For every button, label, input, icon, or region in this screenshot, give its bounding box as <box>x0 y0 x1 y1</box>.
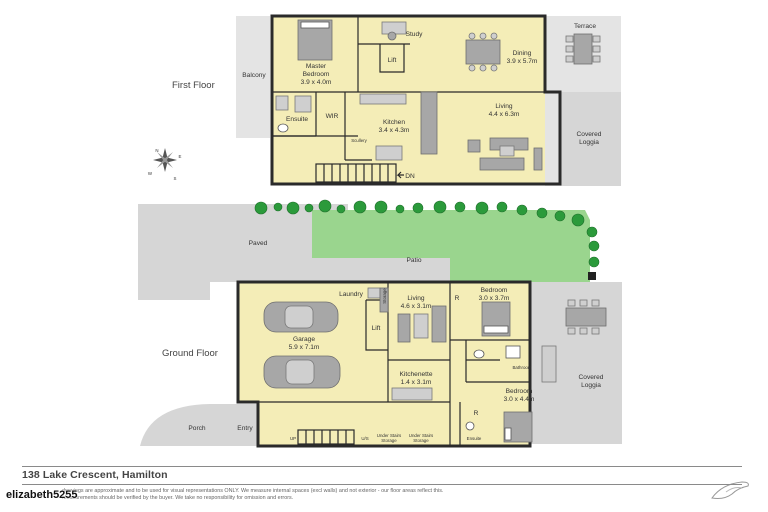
bathroom-label: Bathroom <box>512 365 531 370</box>
disclaimer-line-1: drawings are approximate and to be used … <box>62 488 444 494</box>
disclaimer: drawings are approximate and to be used … <box>62 488 622 501</box>
living-sofa-2 <box>479 157 525 171</box>
ground-ensuite-label: Ensuite <box>467 436 482 441</box>
porch-label: Porch <box>188 425 206 432</box>
first-loggia-label: Covered <box>577 131 602 138</box>
under-stairs-2-label-2: Storage <box>413 438 429 443</box>
robe-2-label: R <box>474 410 479 417</box>
up-label: UP <box>290 436 296 441</box>
ground-loggia-label-2: Loggia <box>581 382 601 389</box>
ground-outer-wall <box>236 280 532 448</box>
study-label: Study <box>406 31 424 38</box>
kitchen-label: Kitchen <box>383 119 405 126</box>
dn-label: DN <box>405 173 415 180</box>
first-loggia-area <box>560 92 621 186</box>
master-dims: 3.9 x 4.0m <box>301 79 332 86</box>
svg-text:W: W <box>148 171 153 176</box>
scullery-label: Scullery <box>351 138 367 143</box>
robe-1-label: R <box>455 295 460 302</box>
hedge-trees <box>254 199 600 280</box>
ground-stairs <box>297 429 355 445</box>
master-label: Master <box>306 63 327 70</box>
ground-living-label: Living <box>407 295 425 302</box>
dining-table <box>465 39 501 65</box>
under-stairs-1-label: Under Stairs <box>377 433 402 438</box>
balcony-label: Balcony <box>242 72 266 79</box>
car-top <box>263 301 339 333</box>
kitchenette-label: Kitchenette <box>400 371 433 378</box>
first-ensuite-label: Ensuite <box>286 116 308 123</box>
paved-label: Paved <box>249 240 268 247</box>
first-floor-plan: Master Bedroom 3.9 x 4.0m Study Lift Din… <box>172 14 621 186</box>
garage-label: Garage <box>293 336 315 343</box>
first-loggia-label-2: Loggia <box>579 139 599 146</box>
loggia-table <box>565 307 607 327</box>
ground-sofa <box>397 313 411 343</box>
porch-area <box>140 404 210 446</box>
first-lift-label: Lift <box>388 57 397 64</box>
kitchenette-dims: 1.4 x 3.1m <box>401 379 432 386</box>
divider-bottom <box>22 484 742 485</box>
us-label: U/S <box>361 436 368 441</box>
first-floor-label: First Floor <box>172 80 215 91</box>
garage-dims: 5.9 x 7.1m <box>289 344 320 351</box>
kitchen-bench <box>359 93 407 105</box>
terrace-label: Terrace <box>574 23 596 30</box>
laundry-label: Laundry <box>339 291 364 298</box>
master-label-2: Bedroom <box>303 71 330 78</box>
terrace-table <box>573 33 593 65</box>
divider-top <box>22 466 742 467</box>
entry-label: Entry <box>237 425 253 432</box>
ground-interior-walls <box>258 282 530 446</box>
dining-dims: 3.9 x 5.7m <box>507 58 538 65</box>
lawn <box>312 210 590 282</box>
svg-text:S: S <box>174 176 177 181</box>
ground-living-dims: 4.6 x 3.1m <box>401 303 432 310</box>
compass-icon: N E S W <box>148 148 182 181</box>
under-stairs-1-label-2: Storage <box>381 438 397 443</box>
ground-floor-plan: Paved Patio Laundry Storage Lift Garage … <box>138 199 622 448</box>
svg-text:N: N <box>155 148 158 153</box>
ground-loggia-label: Covered <box>579 374 604 381</box>
watermark-username: elizabeth5255 <box>6 489 78 501</box>
wir-label: WIR <box>326 113 339 120</box>
under-stairs-2-label: Under Stairs <box>409 433 434 438</box>
bedroom-2-label: Bedroom <box>506 388 533 395</box>
kitchen-island <box>420 91 438 155</box>
storage-label: Storage <box>382 288 387 304</box>
patio-label: Patio <box>406 257 421 264</box>
first-living-dims: 4.4 x 6.3m <box>489 111 520 118</box>
bedroom-2-dims: 3.0 x 4.4m <box>504 396 535 403</box>
property-address: 138 Lake Crescent, Hamilton <box>22 469 168 481</box>
ground-floor-label: Ground Floor <box>162 348 218 359</box>
dining-label: Dining <box>513 50 532 57</box>
disclaimer-line-2: Measurements should be verified by the b… <box>62 494 294 501</box>
svg-text:E: E <box>179 154 182 159</box>
first-interior-walls-2 <box>272 135 372 161</box>
bedroom-1-label: Bedroom <box>481 287 508 294</box>
ground-lift-label: Lift <box>372 325 381 332</box>
first-living-label: Living <box>495 103 513 110</box>
first-stairs <box>315 163 397 183</box>
bedroom-1-dims: 3.0 x 3.7m <box>479 295 510 302</box>
balcony-area <box>236 16 270 138</box>
kitchen-dims: 3.4 x 4.3m <box>379 127 410 134</box>
car-bottom <box>263 355 341 389</box>
ground-interior-walls-2 <box>459 359 500 446</box>
